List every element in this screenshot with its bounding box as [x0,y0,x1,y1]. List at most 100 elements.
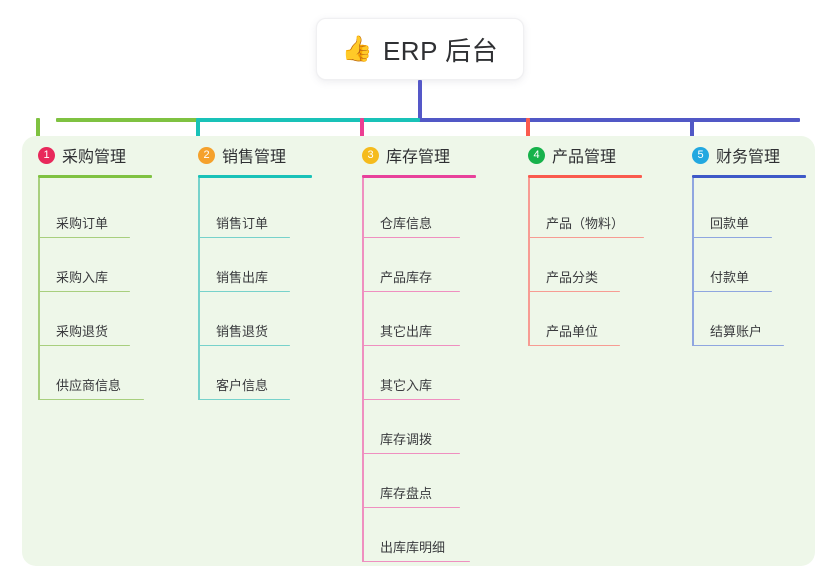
column-spine [528,178,530,346]
leaf-item-rule [198,290,290,292]
column-title: 产品管理 [552,149,617,166]
column-spine [38,178,40,400]
connector-drop-3 [360,118,364,150]
leaf-item[interactable]: 采购订单 [38,212,130,238]
leaf-item[interactable]: 库存调拨 [362,428,460,454]
leaf-item-rule [528,236,644,238]
leaf-item[interactable]: 销售出库 [198,266,290,292]
page-title: ERP 后台 [382,35,499,66]
leaf-item-rule [528,344,620,346]
leaf-item-label: 产品分类 [546,270,599,285]
leaf-item-label: 其它入库 [380,378,433,393]
leaf-item-rule [362,560,470,562]
leaf-item-rule [198,344,290,346]
column-header-3[interactable]: 3 库存管理 [346,140,506,170]
leaf-item[interactable]: 产品库存 [362,266,460,292]
connector-bar-segment-3 [420,118,800,122]
leaf-item-label: 销售订单 [216,216,269,231]
leaf-item-label: 销售出库 [216,270,269,285]
column-header-rule [362,175,476,178]
column-header-4[interactable]: 4 产品管理 [512,140,672,170]
column-header-2[interactable]: 2 销售管理 [182,140,342,170]
leaf-item-label: 采购退货 [56,324,109,339]
modules-panel [22,136,815,566]
column-spine [362,178,364,562]
module-column-1: 1 采购管理采购订单采购入库采购退货供应商信息 [22,140,182,400]
column-header-1[interactable]: 1 采购管理 [22,140,182,170]
leaf-item-label: 产品单位 [546,324,599,339]
connector-drop-5 [690,118,694,150]
column-header-rule [692,175,806,178]
module-column-3: 3 库存管理仓库信息产品库存其它出库其它入库库存调拨库存盘点出库库明细 [346,140,506,562]
leaf-item[interactable]: 采购退货 [38,320,130,346]
leaf-item-label: 库存盘点 [380,486,433,501]
leaf-item[interactable]: 客户信息 [198,374,290,400]
connector-drop-1 [36,118,40,150]
leaf-item-rule [362,506,460,508]
leaf-item-label: 回款单 [710,216,750,231]
leaf-item[interactable]: 仓库信息 [362,212,460,238]
leaf-item[interactable]: 销售退货 [198,320,290,346]
column-title: 采购管理 [62,149,127,166]
leaf-item-rule [38,344,130,346]
thumbs-up-icon: 👍 [341,34,373,63]
leaf-item-label: 供应商信息 [56,378,122,393]
column-index-badge: 3 [362,146,379,164]
column-spine [198,178,200,400]
leaf-item[interactable]: 产品（物料） [528,212,644,238]
leaf-item-label: 其它出库 [380,324,433,339]
leaf-item[interactable]: 产品分类 [528,266,620,292]
connector-title-stem [418,80,422,122]
leaf-item[interactable]: 出库库明细 [362,536,470,562]
column-header-5[interactable]: 5 财务管理 [676,140,836,170]
module-column-2: 2 销售管理销售订单销售出库销售退货客户信息 [182,140,342,400]
leaf-item[interactable]: 供应商信息 [38,374,144,400]
leaf-item-label: 结算账户 [710,324,763,339]
leaf-item-label: 采购订单 [56,216,109,231]
column-index-badge: 2 [198,146,215,164]
leaf-item-rule [362,452,460,454]
connector-drop-2 [196,118,200,150]
column-title: 库存管理 [386,149,451,166]
root-node-card[interactable]: 👍 ERP 后台 [316,18,524,80]
leaf-item[interactable]: 库存盘点 [362,482,460,508]
leaf-item[interactable]: 其它出库 [362,320,460,346]
leaf-item-label: 库存调拨 [380,432,433,447]
column-header-rule [38,175,152,178]
leaf-item-rule [362,344,460,346]
column-index-badge: 1 [38,146,55,164]
leaf-item-rule [198,398,290,400]
module-column-5: 5 财务管理回款单付款单结算账户 [676,140,836,346]
leaf-item-rule [38,398,144,400]
leaf-item[interactable]: 销售订单 [198,212,290,238]
connector-bar-segment-2 [198,118,420,122]
connector-drop-4 [526,118,530,150]
leaf-item-label: 出库库明细 [380,540,446,555]
leaf-item-label: 付款单 [710,270,750,285]
leaf-item-rule [528,290,620,292]
leaf-item-rule [38,290,130,292]
leaf-item[interactable]: 采购入库 [38,266,130,292]
column-title: 财务管理 [716,149,781,166]
column-index-badge: 4 [528,146,545,164]
leaf-item-rule [362,290,460,292]
leaf-item-label: 仓库信息 [380,216,433,231]
leaf-item-label: 销售退货 [216,324,269,339]
leaf-item[interactable]: 其它入库 [362,374,460,400]
leaf-item-rule [362,236,460,238]
column-index-badge: 5 [692,146,709,164]
leaf-item[interactable]: 产品单位 [528,320,620,346]
column-spine [692,178,694,346]
leaf-item-rule [38,236,130,238]
connector-bar-segment-1 [56,118,198,122]
leaf-item-rule [692,236,772,238]
leaf-item-rule [198,236,290,238]
column-title: 销售管理 [222,149,287,166]
leaf-item[interactable]: 付款单 [692,266,772,292]
leaf-item-rule [692,344,784,346]
leaf-item[interactable]: 回款单 [692,212,772,238]
leaf-item-label: 采购入库 [56,270,109,285]
leaf-item[interactable]: 结算账户 [692,320,784,346]
column-header-rule [198,175,312,178]
